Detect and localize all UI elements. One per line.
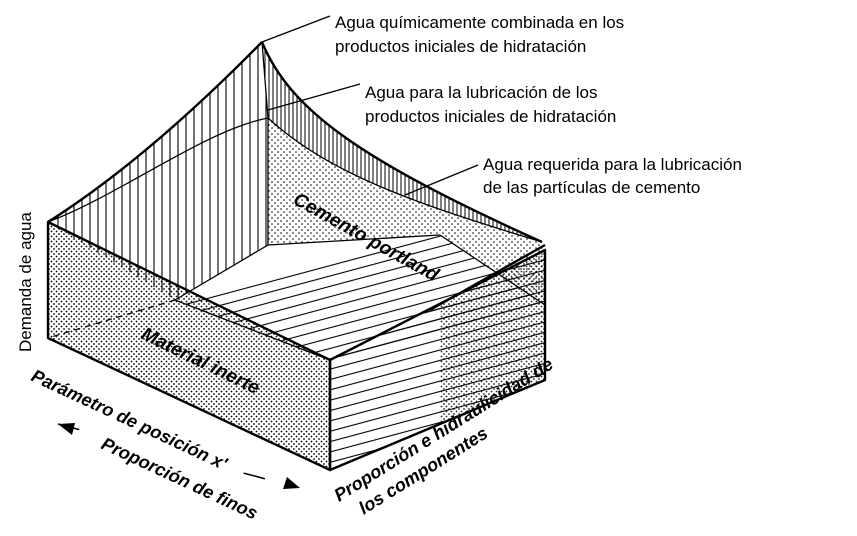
callout-chemically-combined: Agua químicamente combinada en los produ… [335, 13, 629, 56]
inner-curve-left [47, 117, 269, 223]
leader-lubrication-particles [404, 164, 479, 196]
chemically-combined-strip [262, 42, 542, 242]
floor-front-left [174, 299, 331, 361]
fines-axis-line [57, 423, 301, 489]
top-edge-right [260, 41, 543, 244]
fines-arrow-left-icon [58, 423, 75, 435]
y-axis-label: Demanda de agua [16, 212, 35, 352]
inert-material-face [48, 222, 330, 470]
right-dotted-strip [440, 250, 545, 425]
hidden-edge [47, 299, 176, 339]
callout-lubrication-particles: Agua requerida para la lubricación de la… [483, 155, 747, 197]
callout-lubrication-products: Agua para la lubricación de los producto… [365, 83, 616, 126]
floor-front-right [439, 234, 546, 306]
fines-arrow-right-icon [283, 477, 300, 489]
floor-back-right [267, 234, 441, 246]
leader-chemically-combined [261, 15, 331, 43]
front-right-outline [328, 248, 547, 472]
peak-edge [261, 41, 269, 119]
leader-lubrication-products [267, 83, 361, 111]
top-edge-left [47, 41, 263, 224]
inner-curve-right [267, 117, 543, 243]
